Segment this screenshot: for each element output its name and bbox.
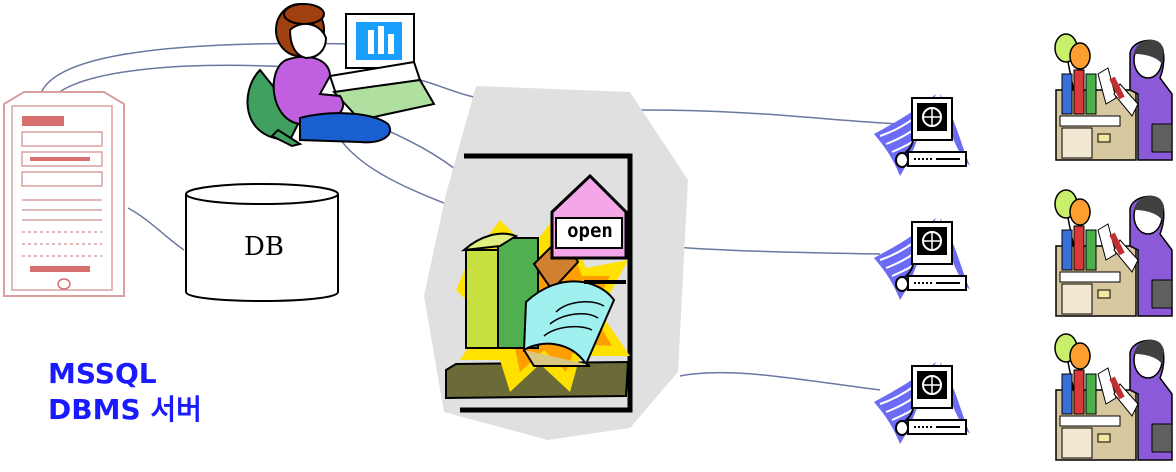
server-tower-icon <box>3 91 125 297</box>
link-server-admin <box>39 42 353 97</box>
shopping-customer-icon <box>1055 34 1172 160</box>
woman-at-computer-icon <box>246 3 436 148</box>
db-label: DB <box>244 232 284 262</box>
link-admin-bookstore-2 <box>337 135 463 211</box>
server-caption-line-2: DBMS 서버 <box>48 393 202 426</box>
link-server-admin-2 <box>51 64 311 99</box>
client-terminal-icon <box>873 361 971 445</box>
link-bookstore-client-bottom <box>679 371 881 391</box>
server-caption: MSSQL DBMS 서버 <box>48 356 202 428</box>
server-caption-line-1: MSSQL <box>48 357 157 390</box>
bookstore-open-sign-icon <box>424 86 688 440</box>
client-terminal-icon <box>873 93 971 177</box>
database-cylinder-icon <box>185 183 339 302</box>
link-server-db <box>127 207 185 251</box>
shopping-customer-icon <box>1055 190 1172 316</box>
open-sign-label: open <box>567 220 613 242</box>
shopping-customer-icon <box>1055 334 1172 460</box>
client-terminal-icon <box>873 217 971 301</box>
